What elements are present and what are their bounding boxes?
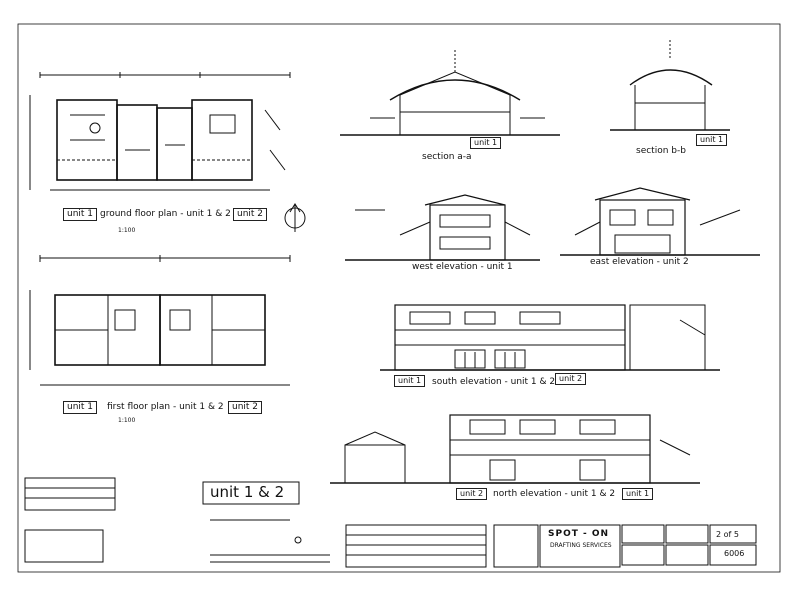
ground-floor-plan	[29, 72, 306, 232]
section-a-a-unit: unit 1	[470, 137, 502, 149]
first-floor-plan	[29, 255, 291, 386]
west-elevation-title: west elevation - unit 1	[412, 262, 513, 272]
east-elevation-title: east elevation - unit 2	[590, 257, 689, 267]
page-number: 2 of 5	[716, 530, 739, 539]
north-elevation-title: north elevation - unit 1 & 2	[493, 489, 616, 499]
west-elevation	[345, 194, 540, 261]
unit-2-label-first: unit 2	[228, 401, 263, 414]
south-elevation	[380, 304, 720, 371]
first-floor-scale: 1:100	[118, 417, 136, 424]
unit-1-label-ground: unit 1	[63, 208, 98, 221]
section-b-b	[610, 40, 730, 131]
first-floor-plan-title: first floor plan - unit 1 & 2	[107, 402, 224, 412]
sheet-number: 6006	[724, 549, 745, 558]
title-block	[24, 477, 757, 568]
north-unit-1-label: unit 1	[622, 488, 654, 500]
company-name: SPOT - ON	[548, 529, 610, 539]
north-unit-2-label: unit 2	[456, 488, 488, 500]
ground-floor-plan-title: ground floor plan - unit 1 & 2	[100, 209, 231, 219]
section-a-a-title: section a-a	[422, 152, 472, 162]
east-elevation	[560, 187, 760, 256]
section-b-b-unit: unit 1	[696, 134, 728, 146]
sheet-title: unit 1 & 2	[210, 483, 285, 501]
section-b-b-title: section b-b	[636, 146, 686, 156]
south-unit-1-label: unit 1	[394, 375, 426, 387]
section-a-a	[340, 50, 560, 136]
north-elevation	[330, 414, 700, 484]
unit-1-label-first: unit 1	[63, 401, 98, 414]
south-unit-2-label: unit 2	[555, 373, 587, 385]
south-elevation-title: south elevation - unit 1 & 2	[432, 377, 556, 387]
ground-floor-scale: 1:100	[118, 227, 136, 234]
unit-2-label-ground: unit 2	[233, 208, 268, 221]
company-subtitle: DRAFTING SERVICES	[550, 542, 612, 549]
